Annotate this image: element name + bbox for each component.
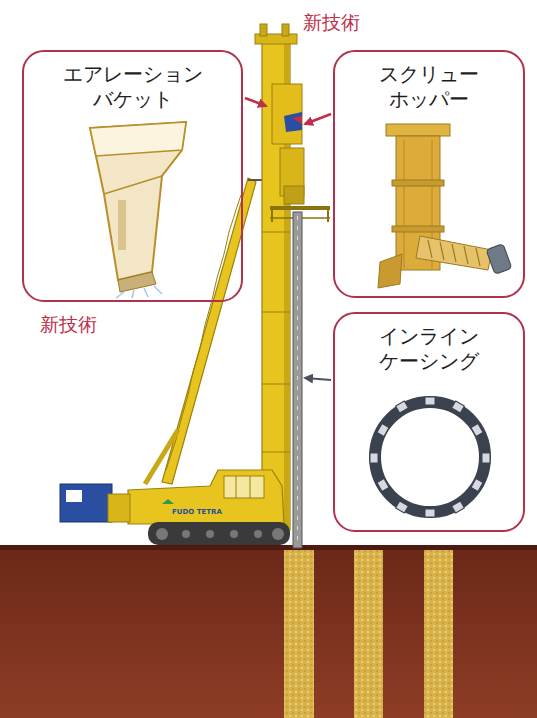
sand-piles-part: [354, 550, 383, 718]
illustration-part: [370, 397, 490, 517]
base-machine-part: [224, 476, 264, 498]
illustration-part-part: [377, 479, 389, 492]
leader-mast-part: [262, 452, 290, 453]
screw-hopper-part: [378, 254, 402, 288]
base-machine-part: [254, 530, 262, 538]
casing-pipe-part: [293, 212, 302, 548]
illustration-part-part: [452, 401, 465, 413]
hopper-head-part: [284, 186, 304, 204]
ground-part: [0, 545, 537, 718]
screw-hopper-part: [428, 240, 480, 266]
aeration-bucket-part: [144, 288, 148, 297]
leader-arrows-part: [305, 378, 331, 380]
boom-part: [248, 179, 262, 181]
illustration-part-part: [425, 509, 435, 517]
ground: [0, 545, 537, 718]
leader-mast-part: [262, 384, 290, 385]
screw-hopper-part: [486, 244, 512, 275]
callout-panels-part: [333, 312, 525, 532]
screw-hopper-part: [392, 180, 444, 186]
illustration-part-part: [452, 501, 465, 513]
illustration-part-part: [471, 424, 483, 437]
callout-title: スクリュー ホッパー: [375, 62, 483, 112]
aeration-bucket-part: [132, 290, 134, 298]
base-machine-part: [66, 490, 82, 502]
leader-mast-part: [282, 24, 289, 36]
hopper-head-part: [270, 206, 330, 210]
base-machine-part: [108, 494, 130, 522]
aeration-bucket-part: [154, 286, 162, 294]
hopper-head-part: [272, 84, 302, 144]
sand-piles-part: [424, 550, 453, 718]
illustration-part-part: [396, 401, 409, 413]
aeration-bucket: [90, 122, 186, 298]
screw-hopper-part: [404, 140, 405, 268]
aeration-bucket-part: [118, 272, 156, 292]
base-machine-part: [156, 528, 168, 540]
base-machine-part: [128, 470, 284, 524]
base-machine-part: [236, 476, 237, 498]
hopper-head-part: [271, 206, 273, 222]
screw-hopper-part: [416, 236, 492, 270]
inline-casing-ring-part: [375, 402, 485, 512]
new-tech-label: 新技術: [303, 10, 360, 36]
illustration-part-part: [425, 397, 435, 405]
base-machine: [60, 470, 290, 545]
casing-pipe: [293, 212, 302, 548]
screw-hopper: [378, 124, 512, 288]
base-machine-part: [206, 530, 214, 538]
callout-title: エアレーション バケット: [60, 62, 206, 112]
inline-casing-ring: [370, 397, 490, 517]
casing-pipe-part: [297, 216, 298, 545]
maker-logo: FUDO TETRA: [172, 508, 222, 516]
base-machine-part: [272, 528, 284, 540]
leader-arrows-part: [305, 114, 331, 124]
screw-hopper-part: [392, 226, 444, 232]
leader-arrows: [245, 98, 331, 380]
illustration-part-part: [471, 479, 483, 492]
boom-part: [166, 195, 241, 470]
illustration-part-part: [482, 453, 490, 463]
illustration-part-part: [377, 424, 389, 437]
aeration-bucket-part: [116, 292, 124, 298]
hopper-head-part: [327, 206, 329, 222]
callout-panels-part: [22, 50, 243, 302]
callout-box: インライン ケーシング: [333, 312, 525, 532]
leader-mast-part: [262, 312, 290, 313]
ground-part: [0, 545, 537, 550]
callout-box: エアレーション バケット: [22, 50, 243, 302]
hopper-head: [270, 84, 330, 222]
new-tech-label: 新技術: [40, 312, 97, 338]
aeration-bucket-part: [90, 122, 186, 280]
callout-panels-part: [333, 50, 525, 298]
hopper-head-part: [292, 116, 302, 124]
aeration-bucket-part: [90, 122, 186, 156]
aeration-bucket-part: [104, 176, 162, 194]
callout-box: スクリュー ホッパー: [333, 50, 525, 298]
sand-piles: [284, 550, 453, 718]
sand-piles-part: [284, 550, 314, 718]
leader-mast-part: [260, 24, 267, 36]
aeration-bucket-part: [118, 200, 126, 250]
base-machine-part: [230, 530, 238, 538]
base-machine-part: [60, 484, 112, 522]
base-machine-part: [250, 476, 251, 498]
leader-mast-part: [262, 232, 290, 233]
hopper-head-part: [284, 112, 302, 132]
callout-title: インライン ケーシング: [375, 324, 483, 374]
base-machine-part: [148, 522, 290, 545]
screw-hopper-part: [386, 124, 450, 136]
leader-arrows-part: [245, 98, 266, 106]
base-machine-part: [162, 499, 174, 504]
boom-part: [145, 430, 178, 484]
illustration-part-part: [370, 453, 378, 463]
boom: [145, 178, 262, 484]
base-machine-part: [182, 530, 190, 538]
illustration-part-part: [396, 501, 409, 513]
